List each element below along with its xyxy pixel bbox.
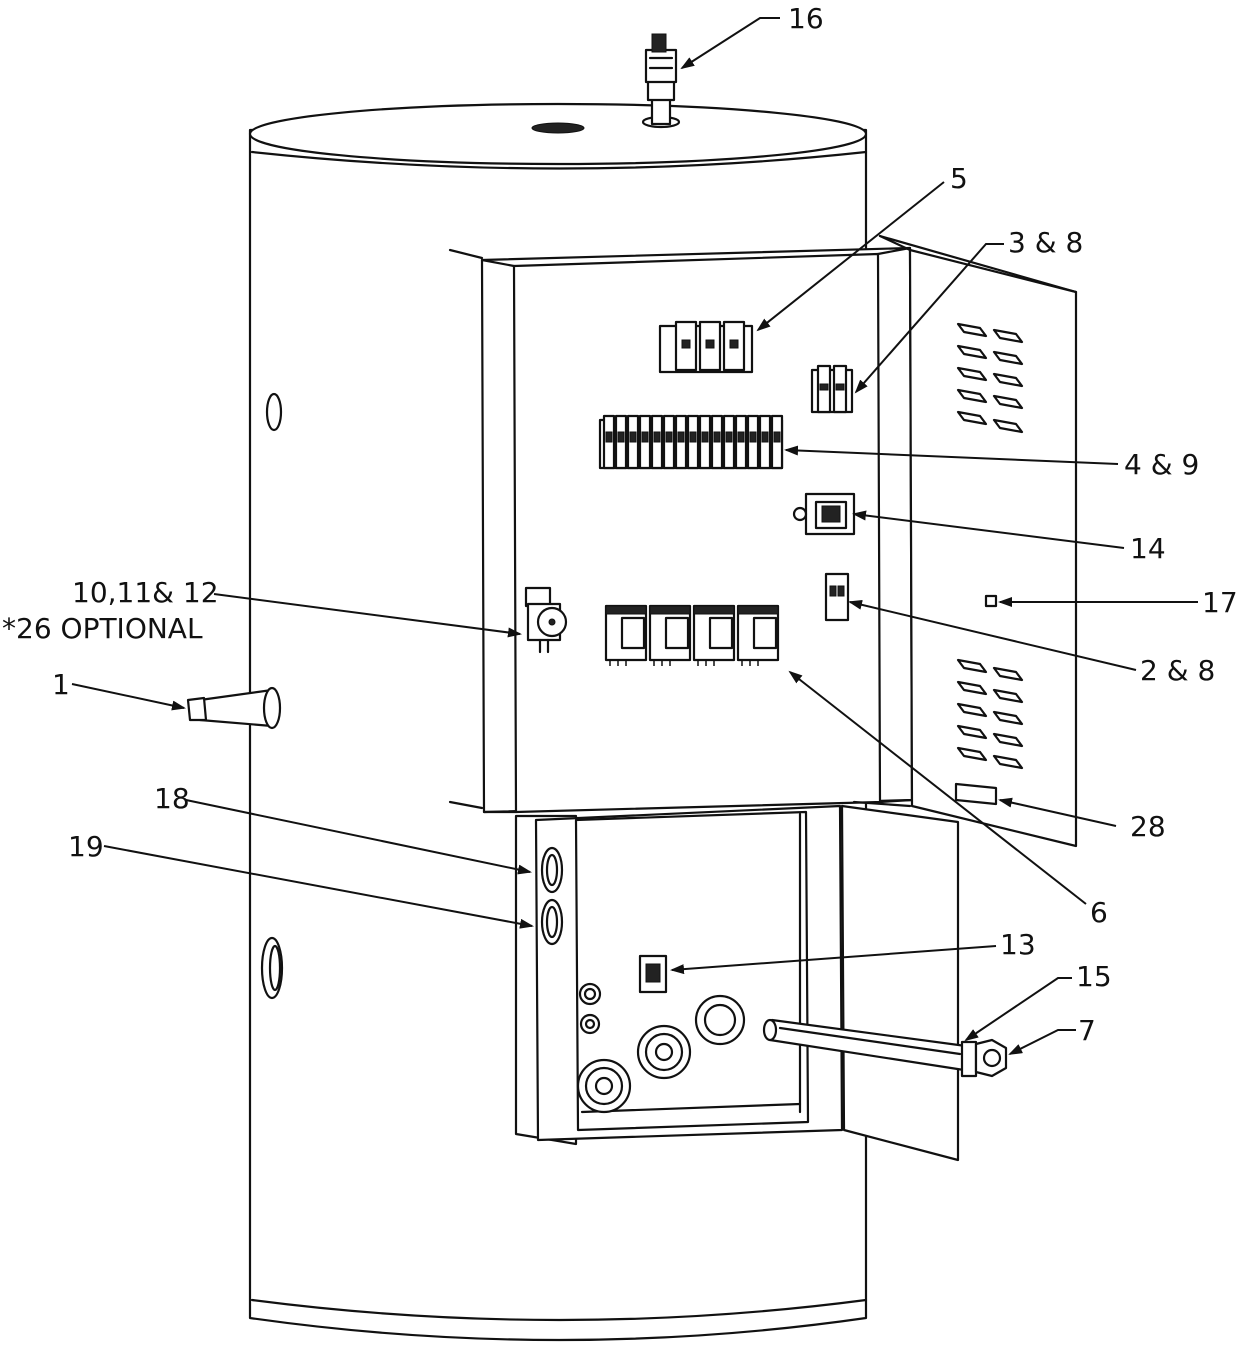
door-switch-17 — [984, 594, 998, 608]
callout-6: 6 — [1090, 896, 1108, 929]
element-nut-7 — [974, 1038, 1008, 1078]
contactors-6 — [604, 604, 780, 666]
callout-3-8: 3 & 8 — [1008, 226, 1083, 259]
element-box — [514, 800, 960, 1162]
callout-26-optional: *26 OPTIONAL — [2, 612, 203, 645]
element-box-door — [840, 804, 960, 1162]
fuse-holder-3-8 — [810, 364, 854, 414]
fuse-block-5 — [658, 320, 754, 374]
door-vents-upper — [956, 322, 1024, 434]
callout-15: 15 — [1076, 960, 1112, 993]
callout-13: 13 — [1000, 928, 1036, 961]
knockout-19 — [540, 898, 564, 946]
fuse-holder-2-8 — [824, 572, 850, 622]
callout-10-11-12: 10,11& 12 — [72, 576, 219, 609]
contactor — [736, 604, 780, 666]
contactor — [604, 604, 648, 666]
tank-port-lower — [260, 936, 284, 1000]
switch-14 — [792, 492, 856, 536]
heating-element-15 — [762, 1018, 978, 1078]
door-vents-lower — [956, 658, 1024, 770]
callout-28: 28 — [1130, 810, 1166, 843]
door-component-28 — [954, 782, 998, 806]
callout-14: 14 — [1130, 532, 1166, 565]
drain-valve-1 — [186, 686, 282, 730]
enclosure-door — [908, 248, 1078, 848]
tank-port-upper — [265, 392, 283, 432]
terminal-strip-4-9 — [598, 414, 784, 470]
relief-valve-16 — [641, 33, 681, 129]
contactor — [648, 604, 692, 666]
element-fittings — [576, 982, 746, 1114]
callout-7: 7 — [1078, 1014, 1096, 1047]
contactor — [692, 604, 736, 666]
callout-1: 1 — [52, 668, 70, 701]
callout-4-9: 4 & 9 — [1124, 448, 1199, 481]
callout-19: 19 — [68, 830, 104, 863]
callout-2-8: 2 & 8 — [1140, 654, 1215, 687]
callout-16: 16 — [788, 2, 824, 35]
thermostat-10-11-12 — [524, 586, 568, 654]
knockout-18 — [540, 846, 564, 894]
terminal-13 — [638, 954, 668, 994]
callout-17: 17 — [1202, 586, 1238, 619]
leader-lines — [71, 17, 1198, 1055]
callout-18: 18 — [154, 782, 190, 815]
callout-5: 5 — [950, 162, 968, 195]
